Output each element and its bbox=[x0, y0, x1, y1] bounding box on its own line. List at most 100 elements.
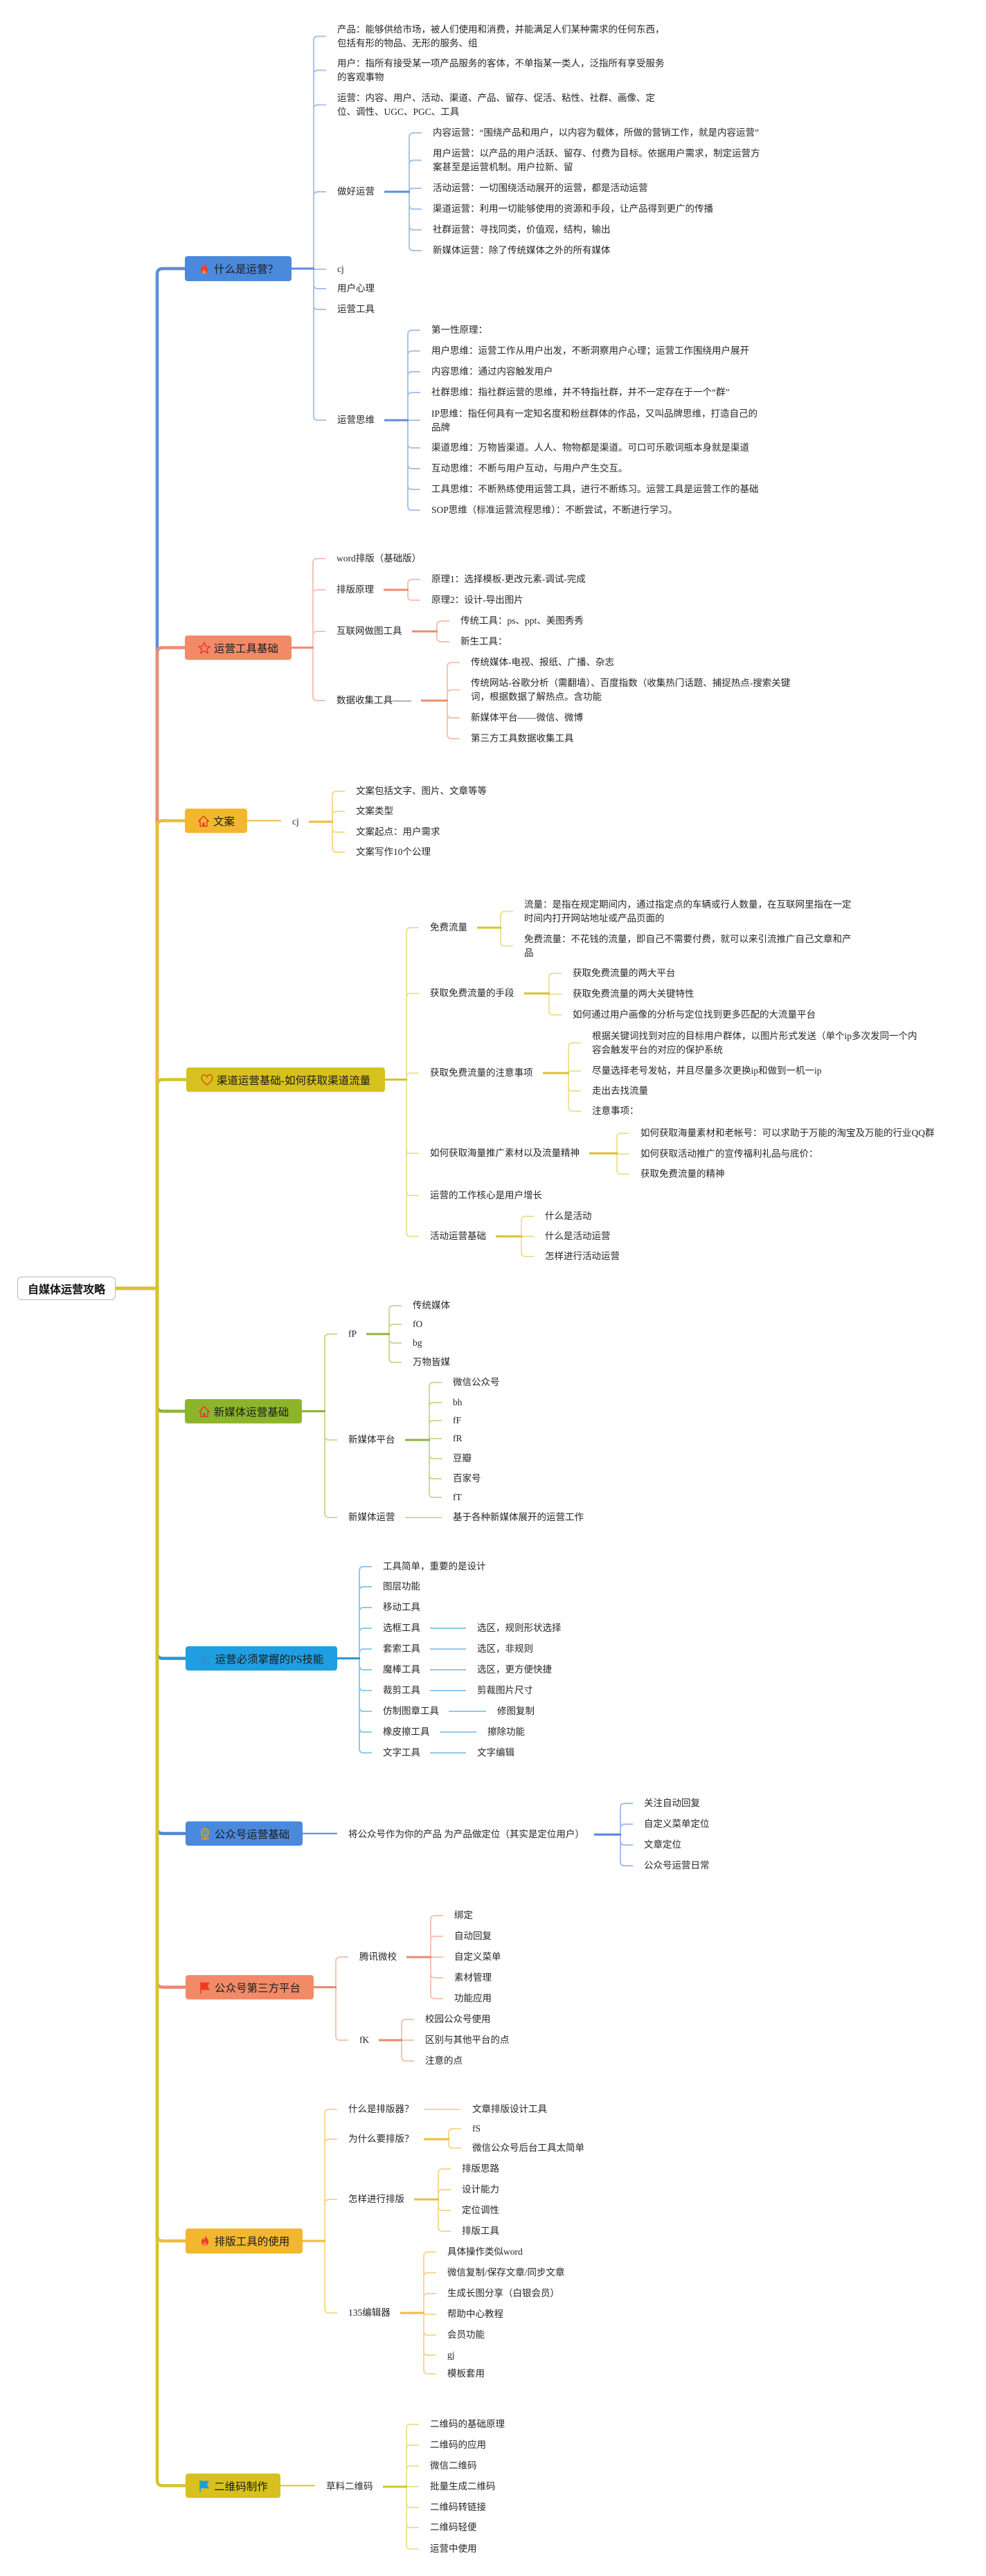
subtopic-item[interactable]: 关注自动回复 bbox=[644, 1798, 700, 1808]
subtopic-item[interactable]: 豆瓣 bbox=[453, 1453, 472, 1463]
subtopic-item[interactable]: 渠道思维：万物皆渠道。人人、物物都是渠道。可口可乐歌词瓶本身就是渠道 bbox=[431, 442, 749, 453]
subtopic-item[interactable]: 免费流量：不花钱的流量，即自己不需要付费，就可以来引流推广自己文章和产品 bbox=[524, 934, 852, 958]
subtopic-item[interactable]: 素材管理 bbox=[454, 1972, 492, 1983]
subtopic-item[interactable]: 文字编辑 bbox=[477, 1747, 514, 1758]
subtopic[interactable]: 图层功能 bbox=[383, 1581, 420, 1592]
topic-what-is-operation[interactable]: 什么是运营？ bbox=[185, 256, 292, 281]
subtopic-item[interactable]: 微信公众号后台工具太简单 bbox=[472, 2143, 584, 2153]
subtopic-item[interactable]: 区别与其他平台的点 bbox=[425, 2035, 510, 2045]
subtopic[interactable]: 如何获取海量推广素材以及流量精神 bbox=[430, 1148, 580, 1158]
subtopic-item[interactable]: 运营中使用 bbox=[430, 2543, 477, 2554]
subtopic-item[interactable]: 如何获取活动推广的宣传福利礼品与底价： bbox=[640, 1149, 818, 1159]
subtopic[interactable]: 数据收集工具—— bbox=[337, 695, 411, 705]
subtopic-item[interactable]: 帮助中心教程 bbox=[447, 2309, 503, 2319]
subtopic-item[interactable]: 工具思维：不断熟练使用运营工具，进行不断练习。运营工具是运营工作的基础 bbox=[431, 484, 759, 494]
subtopic[interactable]: 为什么要排版？ bbox=[348, 2134, 414, 2144]
topic-operation-tools-basics[interactable]: 运营工具基础 bbox=[185, 636, 292, 660]
subtopic-item[interactable]: 传统网站-谷歌分析（需翻墙）、百度指数（收集热门话题、捕捉热点-搜索关键词，根据… bbox=[471, 678, 791, 702]
subtopic[interactable]: 移动工具 bbox=[383, 1602, 420, 1612]
subtopic[interactable]: 获取免费流量的注意事项 bbox=[430, 1068, 533, 1078]
subtopic-item[interactable]: 什么是活动运营 bbox=[545, 1231, 611, 1241]
subtopic-item[interactable]: fR bbox=[453, 1433, 463, 1443]
subtopic[interactable]: 运营：内容、用户、活动、渠道、产品、留存、促活、粘性、社群、画像、定位、调性、U… bbox=[337, 93, 655, 117]
subtopic-item[interactable]: 基于各种新媒体展开的运营工作 bbox=[453, 1512, 584, 1522]
subtopic[interactable]: 产品：能够供给市场，被人们使用和消费，并能满足人们某种需求的任何东西，包括有形的… bbox=[337, 24, 665, 48]
subtopic-item[interactable]: fO bbox=[413, 1319, 423, 1329]
subtopic-item[interactable]: 选区，规则形状选择 bbox=[477, 1623, 562, 1633]
subtopic-item[interactable]: 渠道运营：利用一切能够使用的资源和手段，让产品得到更广的传播 bbox=[433, 204, 713, 214]
subtopic-item[interactable]: 文案类型 bbox=[356, 806, 393, 816]
subtopic-item[interactable]: 功能应用 bbox=[454, 1993, 492, 2003]
subtopic-item[interactable]: 生成长图分享（白银会员） bbox=[447, 2288, 559, 2298]
subtopic-item[interactable]: 微信二维码 bbox=[430, 2460, 477, 2471]
subtopic-item[interactable]: 公众号运营日常 bbox=[644, 1860, 710, 1871]
subtopic-item[interactable]: 获取免费流量的两大关键特性 bbox=[573, 989, 694, 999]
subtopic[interactable]: 135编辑器 bbox=[348, 2307, 391, 2318]
subtopic-item[interactable]: 批量生成二维码 bbox=[430, 2481, 496, 2492]
subtopic-item[interactable]: 剪裁图片尺寸 bbox=[477, 1685, 533, 1695]
subtopic-item[interactable]: 根据关键词找到对应的目标用户群体，以图片形式发送（单个ip多次发同一个内容会触发… bbox=[592, 1031, 917, 1055]
subtopic-item[interactable]: 活动运营：一切围绕活动展开的运营，都是活动运营 bbox=[433, 183, 648, 193]
subtopic[interactable]: 裁剪工具 bbox=[383, 1685, 420, 1695]
subtopic[interactable]: 套索工具 bbox=[383, 1643, 420, 1654]
subtopic[interactable]: 新媒体平台 bbox=[348, 1434, 395, 1445]
topic-layout-tools[interactable]: 排版工具的使用 bbox=[186, 2228, 303, 2253]
subtopic-item[interactable]: SOP思维（标准运营流程思维）：不断尝试，不断进行学习。 bbox=[431, 505, 678, 515]
subtopic-item[interactable]: 二维码的基础原理 bbox=[430, 2419, 505, 2429]
subtopic-item[interactable]: 选区，更方便快捷 bbox=[477, 1664, 552, 1675]
subtopic[interactable]: cj bbox=[337, 264, 344, 274]
subtopic-item[interactable]: 流量：是指在规定期间内，通过指定点的车辆或行人数量，在互联网里指在一定时间内打开… bbox=[524, 899, 852, 924]
subtopic-item[interactable]: 排版工具 bbox=[462, 2226, 499, 2236]
subtopic-item[interactable]: 设计能力 bbox=[462, 2184, 499, 2195]
subtopic-item[interactable]: 选区，非规则 bbox=[477, 1643, 533, 1654]
subtopic-item[interactable]: 原理1：选择模板-更改元素-调试-完成 bbox=[431, 574, 586, 584]
subtopic[interactable]: 获取免费流量的手段 bbox=[430, 988, 514, 998]
subtopic-item[interactable]: 第三方工具数据收集工具 bbox=[471, 733, 574, 744]
subtopic[interactable]: 运营的工作核心是用户增长 bbox=[430, 1190, 542, 1200]
subtopic-item[interactable]: 二维码转链接 bbox=[430, 2502, 486, 2512]
subtopic-item[interactable]: 如何通过用户画像的分析与定位找到更多匹配的大流量平台 bbox=[573, 1009, 816, 1020]
subtopic-item[interactable]: 文案包括文字、图片、文章等等 bbox=[356, 786, 487, 796]
topic-channel-operation[interactable]: 渠道运营基础-如何获取渠道流量 bbox=[186, 1068, 385, 1092]
subtopic-item[interactable]: gj bbox=[447, 2350, 455, 2360]
subtopic-item[interactable]: fF bbox=[453, 1415, 462, 1425]
subtopic-item[interactable]: 排版思路 bbox=[462, 2163, 499, 2174]
subtopic[interactable]: 互联网做图工具 bbox=[337, 626, 402, 636]
subtopic-item[interactable]: bg bbox=[413, 1337, 422, 1348]
subtopic-item[interactable]: 传统工具：ps、ppt、美图秀秀 bbox=[460, 615, 584, 626]
subtopic-item[interactable]: 文案起点：用户需求 bbox=[356, 827, 440, 837]
subtopic[interactable]: cj bbox=[292, 816, 299, 827]
subtopic-item[interactable]: 修图复制 bbox=[497, 1706, 535, 1716]
subtopic-item[interactable]: 第一性原理： bbox=[431, 325, 487, 335]
subtopic[interactable]: fK bbox=[359, 2035, 370, 2045]
subtopic-item[interactable]: 擦除功能 bbox=[487, 1727, 525, 1737]
subtopic-item[interactable]: 自定义菜单 bbox=[454, 1952, 501, 1962]
topic-ps-skills[interactable]: 运营必须掌握的PS技能 bbox=[186, 1646, 337, 1670]
subtopic[interactable]: word排版（基础版） bbox=[337, 553, 422, 564]
subtopic-item[interactable]: 具体操作类似word bbox=[447, 2246, 523, 2257]
topic-official-account-basics[interactable]: 公众号运营基础 bbox=[186, 1821, 303, 1846]
subtopic-item[interactable]: 文章排版设计工具 bbox=[472, 2104, 547, 2114]
subtopic-item[interactable]: 自定义菜单定位 bbox=[644, 1819, 710, 1829]
subtopic-item[interactable]: 社群运营：寻找同类，价值观，结构，输出 bbox=[433, 224, 611, 235]
subtopic-item[interactable]: 什么是活动 bbox=[545, 1211, 592, 1221]
subtopic-item[interactable]: 社群思维：指社群运营的思维，并不特指社群，并不一定存在于一个“群” bbox=[431, 387, 730, 397]
subtopic-item[interactable]: 二维码轻便 bbox=[430, 2522, 477, 2532]
subtopic-item[interactable]: 校园公众号使用 bbox=[425, 2014, 491, 2024]
subtopic-item[interactable]: 新媒体运营：除了传统媒体之外的所有媒体 bbox=[433, 245, 611, 255]
subtopic-item[interactable]: 新媒体平台——微信、微博 bbox=[471, 712, 583, 723]
subtopic-item[interactable]: 会员功能 bbox=[447, 2330, 485, 2340]
subtopic[interactable]: 用户：指所有接受某一项产品服务的客体，不单指某一类人，泛指所有享受服务的客观事物 bbox=[337, 58, 665, 82]
subtopic-item[interactable]: 二维码的应用 bbox=[430, 2440, 486, 2450]
subtopic[interactable]: 草料二维码 bbox=[326, 2481, 373, 2492]
subtopic-item[interactable]: fT bbox=[453, 1492, 462, 1502]
subtopic[interactable]: 做好运营 bbox=[337, 186, 375, 197]
subtopic-item[interactable]: 绑定 bbox=[454, 1910, 473, 1920]
topic-copywriting[interactable]: 文案 bbox=[185, 809, 247, 833]
subtopic[interactable]: 将公众号作为你的产品 为产品做定位（其实是定位用户） bbox=[348, 1829, 584, 1839]
subtopic-item[interactable]: 怎样进行活动运营 bbox=[545, 1251, 620, 1261]
subtopic-item[interactable]: 内容思维：通过内容触发用户 bbox=[431, 366, 553, 377]
subtopic-item[interactable]: 走出去找流量 bbox=[592, 1086, 648, 1096]
subtopic-item[interactable]: IP思维：指任何具有一定知名度和粉丝群体的作品，又叫品牌思维，打造自己的品牌 bbox=[431, 408, 758, 433]
subtopic-item[interactable]: fS bbox=[472, 2123, 481, 2134]
